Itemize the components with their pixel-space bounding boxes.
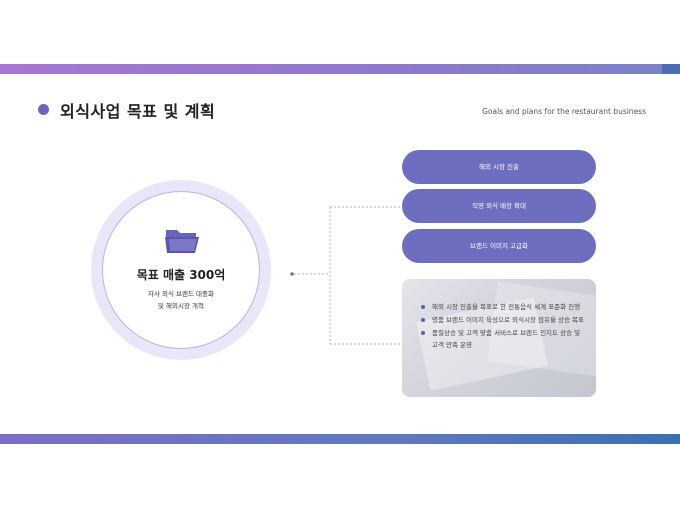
list-item-text: 품질상승 및 고객 맞춤 서비스로 브랜드 인지도 상승 및 고객 만족 운영 [432,329,581,349]
list-item-text: 해외 시장 진출을 목표로 한 전통음식 세계 표준화 진행 [432,303,581,311]
list-item-text: 명품 브랜드 이미지 육성으로 외식시장 점유율 상승 목표 [432,316,585,324]
goal-title: 목표 매출 300억 [136,268,226,282]
goal-description-line1: 자사 외식 브랜드 대중화 [148,290,214,298]
page-subtitle: Goals and plans for the restaurant busin… [482,107,646,116]
bullet-icon [421,305,425,309]
list-item: 해외 시장 진출을 목표로 한 전통음식 세계 표준화 진행 [416,301,588,313]
goal-description: 자사 외식 브랜드 대중화 및 해외시장 개척 [102,288,260,312]
bottom-accent-bar [0,434,680,444]
bullet-icon [421,318,425,322]
details-list: 해외 시장 진출을 목표로 한 전통음식 세계 표준화 진행 명품 브랜드 이미… [416,301,588,352]
plan-pill-overseas: 해외 시장 진출 [402,150,596,184]
top-accent-bar-end [662,64,680,74]
folder-icon [165,230,199,253]
details-box: 해외 시장 진출을 목표로 한 전통음식 세계 표준화 진행 명품 브랜드 이미… [402,279,596,397]
plan-pill-brand-image: 브랜드 이미지 고급화 [402,229,596,263]
bullet-icon [421,331,425,335]
page-title: 외식사업 목표 및 계획 [60,102,216,121]
list-item: 품질상승 및 고객 맞춤 서비스로 브랜드 인지도 상승 및 고객 만족 운영 [416,327,588,351]
top-accent-bar [0,64,680,74]
goal-description-line2: 및 해외시장 개척 [158,302,204,310]
goal-circle [102,191,260,349]
title-bullet-icon [38,104,49,115]
list-item: 명품 브랜드 이미지 육성으로 외식시장 점유율 상승 목표 [416,314,588,326]
plan-pill-direct-stores: 직영 외식 매장 확대 [402,189,596,223]
